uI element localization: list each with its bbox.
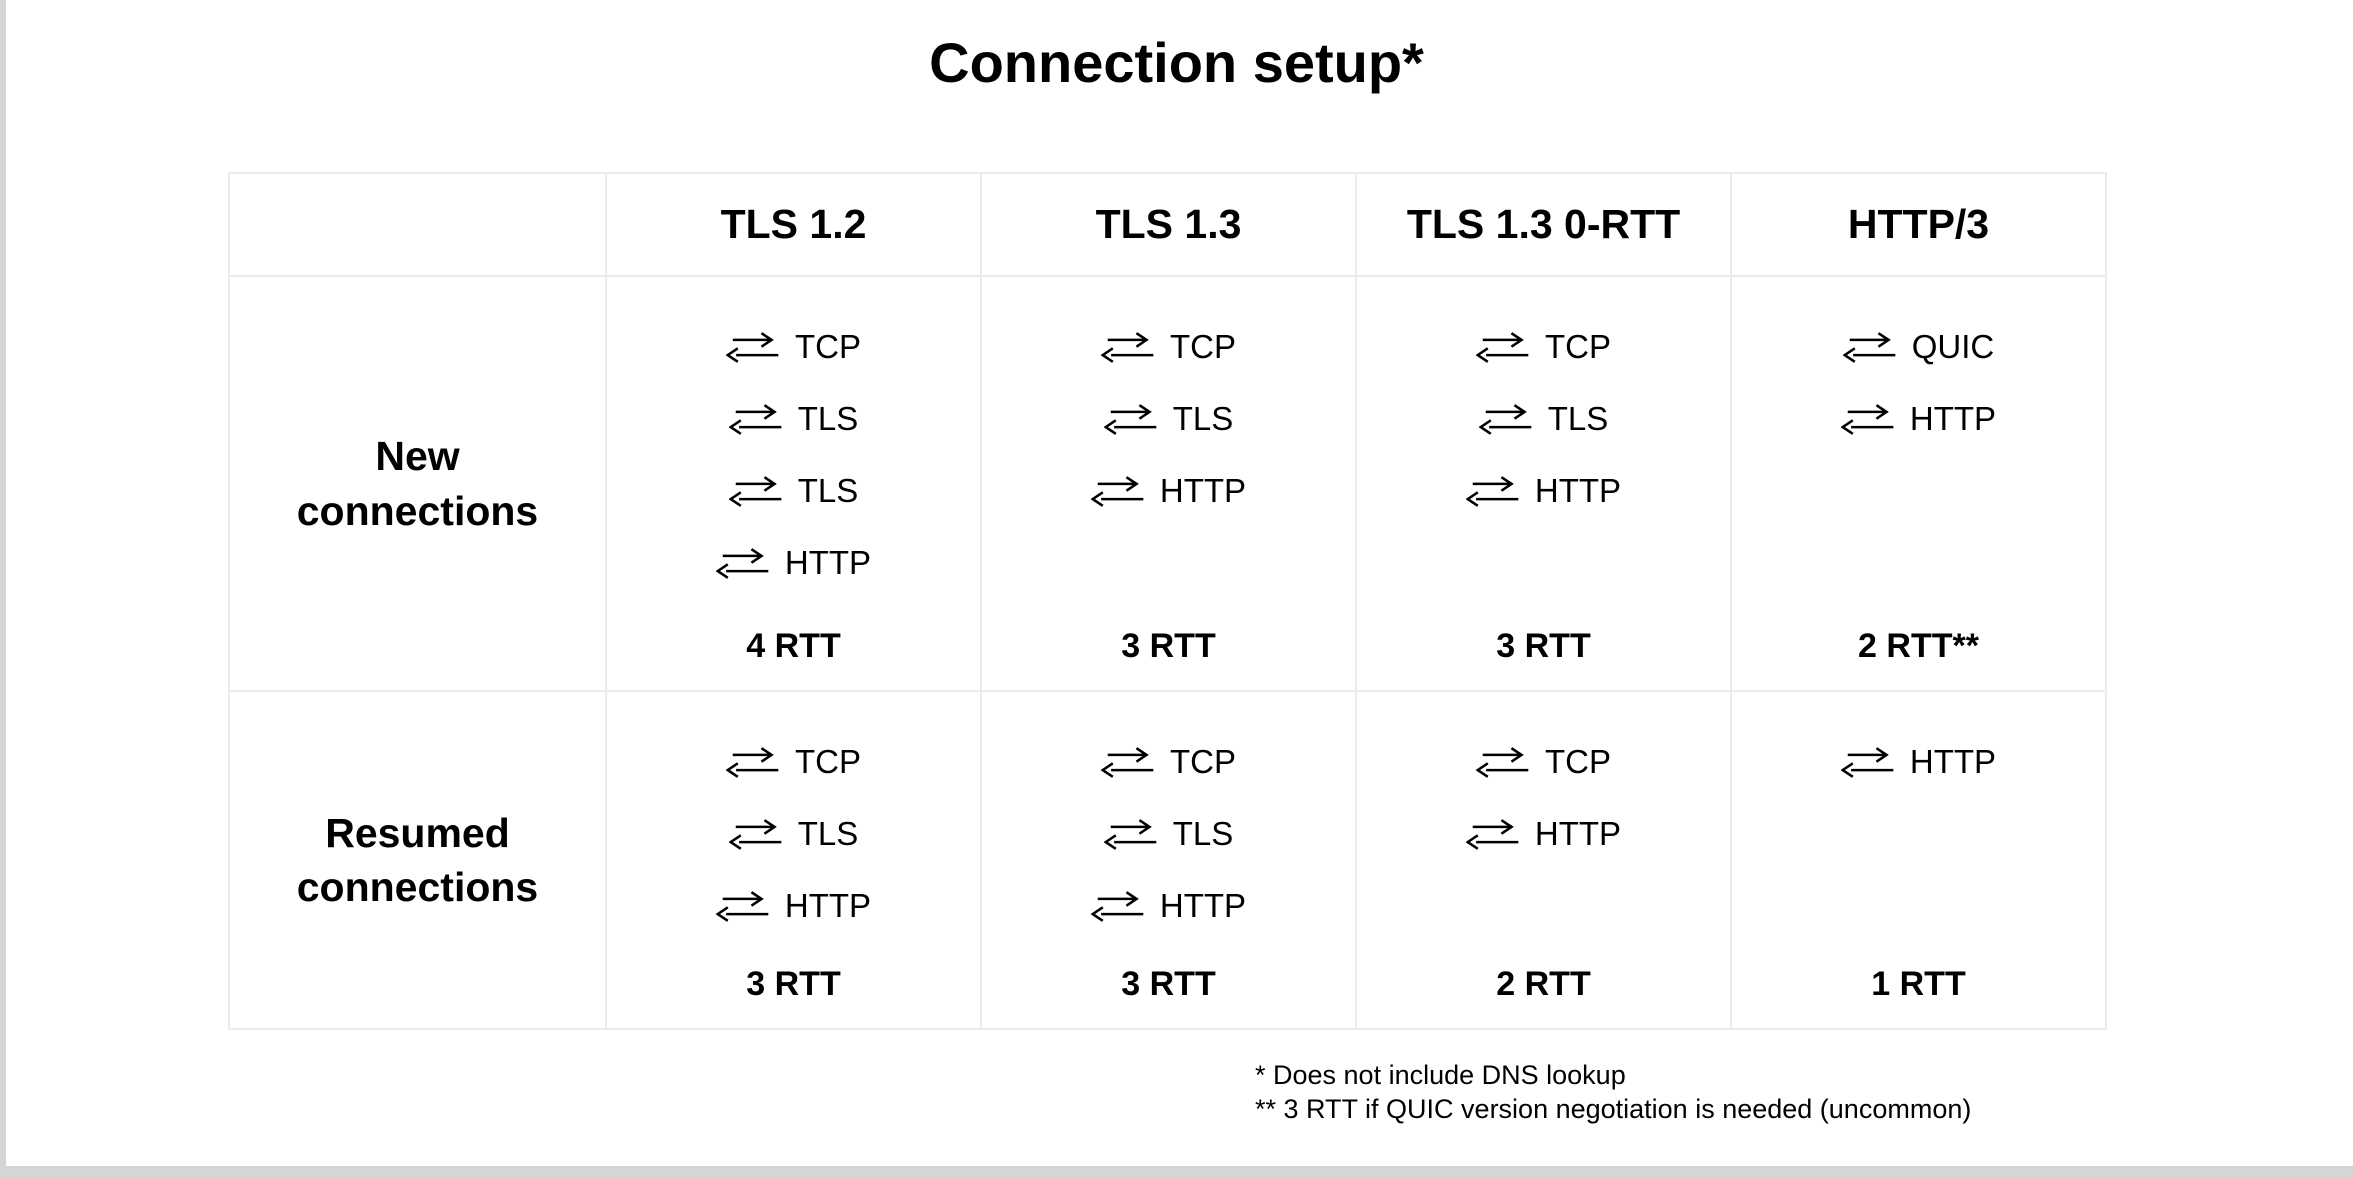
- column-header: HTTP/3: [1732, 174, 2107, 277]
- roundtrip-arrows-icon: [1103, 403, 1157, 435]
- protocol-label: HTTP: [1909, 743, 1997, 780]
- roundtrip-arrows-icon: [1476, 331, 1529, 363]
- roundtrip-arrows-icon: [1101, 331, 1154, 363]
- protocol-label: TCP: [1170, 743, 1236, 780]
- protocol-label: TLS: [797, 400, 859, 437]
- rtt-total: 2 RTT**: [1858, 627, 1979, 665]
- rtt-total: 3 RTT: [1121, 627, 1216, 665]
- rtt-total: 3 RTT: [1121, 965, 1216, 1003]
- roundtrip-line: HTTP: [715, 870, 872, 942]
- protocol-label: QUIC: [1911, 328, 1995, 365]
- row-label: Resumed connections: [230, 692, 607, 1030]
- protocol-cell: QUIC HTTP 2 RTT**: [1732, 277, 2107, 692]
- roundtrip-arrows-icon: [1090, 890, 1144, 922]
- footnote-line: ** 3 RTT if QUIC version negotiation is …: [1255, 1094, 1972, 1124]
- roundtrip-arrows-icon: [715, 890, 769, 922]
- protocol-cell: TCP HTTP 2 RTT: [1357, 692, 1732, 1030]
- protocol-label: TLS: [1547, 400, 1609, 437]
- footnotes: * Does not include DNS lookup ** 3 RTT if…: [1255, 1058, 1971, 1126]
- roundtrip-arrows-icon: [728, 475, 782, 507]
- protocol-label: TCP: [795, 743, 861, 780]
- column-header-label: TLS 1.3 0-RTT: [1406, 201, 1681, 247]
- roundtrip-line: TLS: [728, 798, 859, 870]
- roundtrip-line: TLS: [1478, 383, 1609, 455]
- protocol-label: HTTP: [1534, 815, 1622, 852]
- protocol-cell: TCP TLS TLS HTTP 4 RTT: [607, 277, 982, 692]
- roundtrip-arrows-icon: [726, 746, 779, 778]
- roundtrip-arrows-icon: [1103, 818, 1157, 850]
- roundtrip-line: TCP: [1101, 726, 1236, 798]
- roundtrip-arrows-icon: [728, 818, 782, 850]
- roundtrip-line: HTTP: [1840, 383, 1997, 455]
- protocol-label: HTTP: [1534, 472, 1622, 509]
- row-label-text: New connections: [296, 433, 539, 534]
- roundtrip-line: TLS: [728, 383, 859, 455]
- roundtrip-line: TCP: [726, 726, 861, 798]
- column-header-label: TLS 1.2: [720, 201, 867, 247]
- roundtrip-arrows-icon: [1476, 746, 1529, 778]
- protocol-label: TLS: [1172, 400, 1234, 437]
- protocol-label: HTTP: [1159, 887, 1247, 924]
- roundtrip-arrows-icon: [1465, 818, 1519, 850]
- rtt-total: 3 RTT: [746, 965, 841, 1003]
- column-header: TLS 1.2: [607, 174, 982, 277]
- roundtrip-line: TLS: [1103, 383, 1234, 455]
- protocol-cell: TCP TLS HTTP 3 RTT: [982, 277, 1357, 692]
- row-label-text: Resumed connections: [296, 809, 539, 910]
- roundtrip-line: TCP: [1476, 311, 1611, 383]
- rtt-total: 2 RTT: [1496, 965, 1591, 1003]
- roundtrip-line: QUIC: [1842, 311, 1995, 383]
- column-header-label: TLS 1.3: [1095, 201, 1242, 247]
- roundtrip-line: HTTP: [1465, 455, 1622, 527]
- protocol-label: TCP: [1545, 743, 1611, 780]
- protocol-cell: TCP TLS HTTP 3 RTT: [982, 692, 1357, 1030]
- row-label: New connections: [230, 277, 607, 692]
- protocol-label: TCP: [1545, 328, 1611, 365]
- roundtrip-line: TLS: [1103, 798, 1234, 870]
- roundtrip-arrows-icon: [1842, 331, 1896, 363]
- protocol-label: HTTP: [1909, 400, 1997, 437]
- roundtrip-line: TCP: [1101, 311, 1236, 383]
- roundtrip-arrows-icon: [1840, 403, 1894, 435]
- roundtrip-line: HTTP: [1465, 798, 1622, 870]
- column-header: TLS 1.3: [982, 174, 1357, 277]
- protocol-cell: TCP TLS HTTP 3 RTT: [607, 692, 982, 1030]
- protocol-label: TCP: [1170, 328, 1236, 365]
- roundtrip-arrows-icon: [1101, 746, 1154, 778]
- roundtrip-arrows-icon: [1840, 746, 1894, 778]
- rtt-total: 1 RTT: [1871, 965, 1966, 1003]
- roundtrip-line: HTTP: [1090, 455, 1247, 527]
- roundtrip-arrows-icon: [1465, 475, 1519, 507]
- roundtrip-arrows-icon: [715, 547, 769, 579]
- rtt-total: 4 RTT: [746, 627, 841, 665]
- roundtrip-line: TLS: [728, 455, 859, 527]
- page-title: Connection setup*: [929, 31, 1424, 94]
- protocol-label: TCP: [795, 328, 861, 365]
- column-header: TLS 1.3 0-RTT: [1357, 174, 1732, 277]
- roundtrip-line: TCP: [1476, 726, 1611, 798]
- column-header-label: HTTP/3: [1847, 201, 1990, 247]
- roundtrip-line: TCP: [726, 311, 861, 383]
- protocol-label: TLS: [797, 815, 859, 852]
- page-bottom-edge: [0, 1166, 2353, 1177]
- roundtrip-arrows-icon: [1478, 403, 1532, 435]
- protocol-cell: TCP TLS HTTP 3 RTT: [1357, 277, 1732, 692]
- footnote-line: * Does not include DNS lookup: [1255, 1060, 1626, 1090]
- roundtrip-line: HTTP: [715, 527, 872, 599]
- protocol-label: HTTP: [1159, 472, 1247, 509]
- roundtrip-arrows-icon: [728, 403, 782, 435]
- rtt-total: 3 RTT: [1496, 627, 1591, 665]
- roundtrip-arrows-icon: [726, 331, 779, 363]
- roundtrip-line: HTTP: [1840, 726, 1997, 798]
- roundtrip-arrows-icon: [1090, 475, 1144, 507]
- page-left-edge: [0, 0, 6, 1177]
- corner-cell: [230, 174, 607, 277]
- protocol-cell: HTTP 1 RTT: [1732, 692, 2107, 1030]
- protocol-label: TLS: [1172, 815, 1234, 852]
- roundtrip-line: HTTP: [1090, 870, 1247, 942]
- protocol-label: HTTP: [784, 887, 872, 924]
- protocol-label: HTTP: [784, 544, 872, 581]
- protocol-label: TLS: [797, 472, 859, 509]
